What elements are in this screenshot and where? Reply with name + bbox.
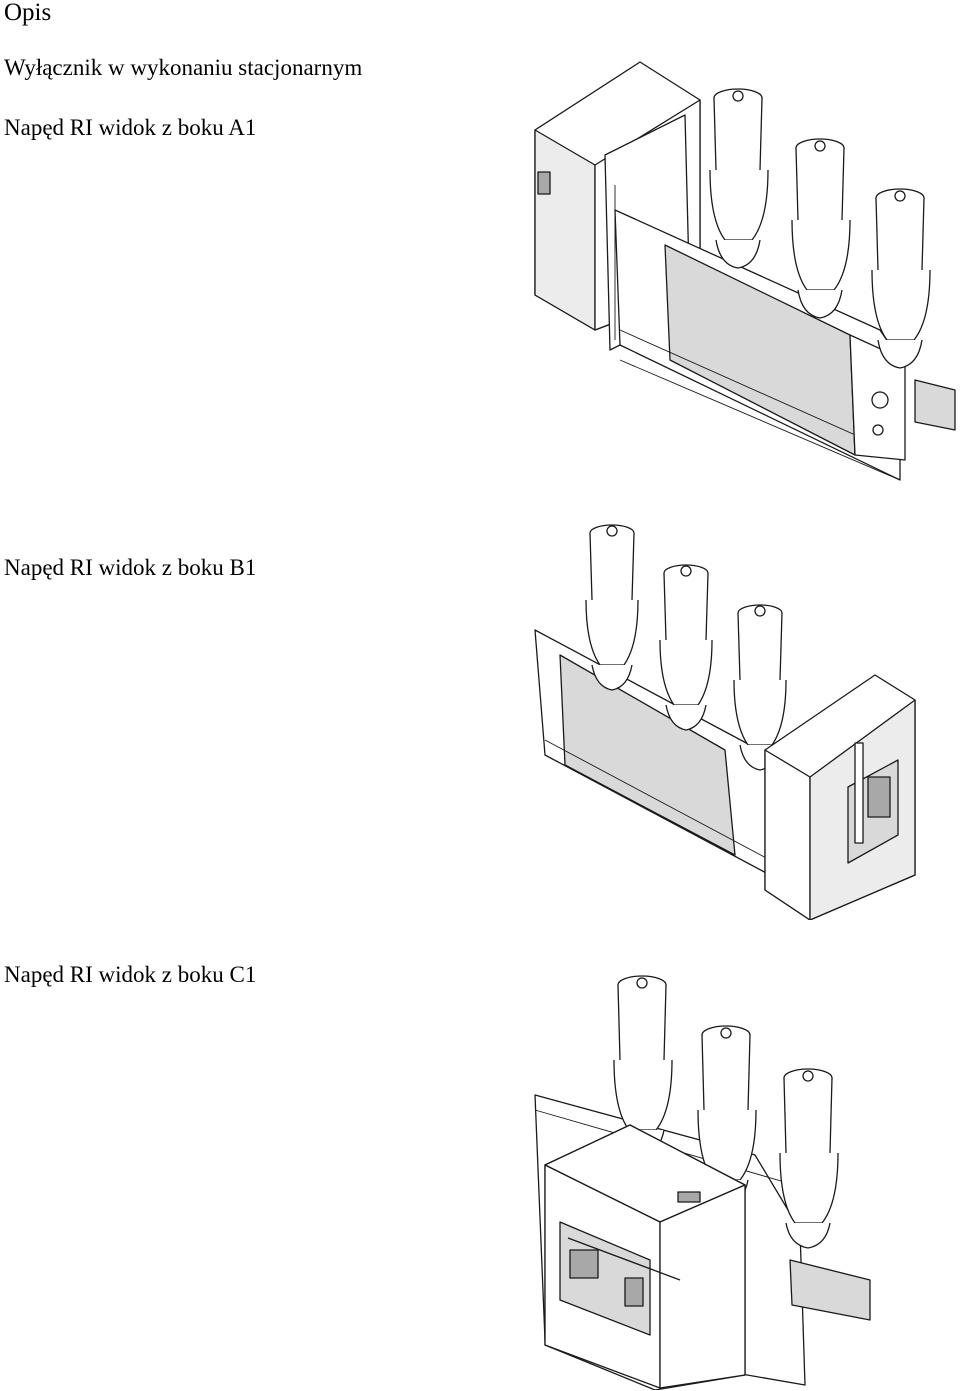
- breaker-drawing-c1: [534, 975, 871, 1390]
- breaker-drawing-a1: [534, 61, 956, 481]
- view-label-c1: Napęd RI widok z boku C1: [4, 962, 257, 987]
- page-title: Opis: [4, 0, 52, 26]
- view-label-a1: Napęd RI widok z boku A1: [4, 115, 257, 140]
- view-label-b1: Napęd RI widok z boku B1: [4, 555, 257, 580]
- document-subtitle: Wyłącznik w wykonaniu stacjonarnym: [4, 55, 363, 80]
- breaker-drawing-b1: [534, 524, 916, 920]
